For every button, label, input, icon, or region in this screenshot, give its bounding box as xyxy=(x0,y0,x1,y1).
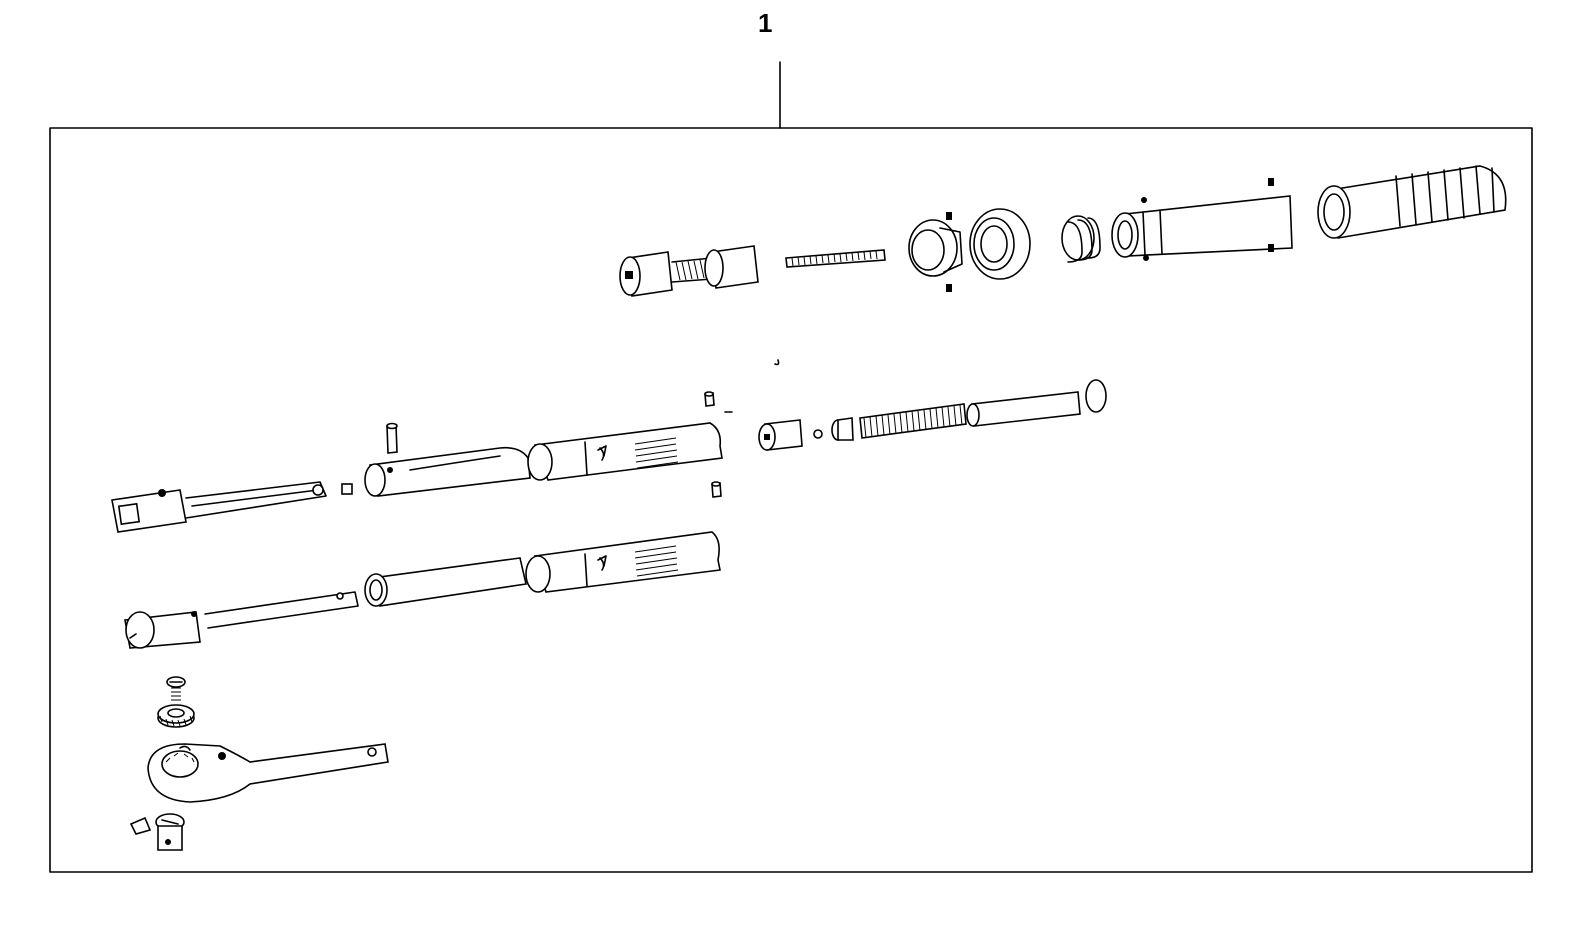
spring-housing-tube[interactable] xyxy=(1111,178,1293,261)
ribbed-handle-grip[interactable] xyxy=(1317,165,1507,239)
square-drive-plug[interactable] xyxy=(155,813,185,851)
square-drive-head-1[interactable] xyxy=(111,481,327,533)
lever-tube-front-2[interactable] xyxy=(364,557,527,607)
small-plug-bottom[interactable] xyxy=(711,481,722,498)
callout-number[interactable]: 1 xyxy=(758,8,773,38)
end-cap-disc[interactable] xyxy=(1085,379,1107,413)
adjuster-nut-assembly[interactable] xyxy=(619,245,759,297)
spring-seat[interactable] xyxy=(831,417,854,441)
slotted-screw[interactable] xyxy=(166,676,186,701)
compression-spring[interactable] xyxy=(859,403,967,439)
spring-sleeve[interactable] xyxy=(966,391,1081,427)
assembly-frame xyxy=(49,127,1533,873)
knurled-nut[interactable] xyxy=(157,704,195,728)
threaded-rod[interactable] xyxy=(785,249,886,268)
roll-pin[interactable] xyxy=(386,422,398,454)
lever-tube-rear-2[interactable] xyxy=(525,531,721,593)
flanged-bushing[interactable] xyxy=(969,208,1031,280)
pawl-lever[interactable] xyxy=(129,816,152,835)
lever-tube-front-1[interactable] xyxy=(364,446,531,497)
plunger-block[interactable] xyxy=(758,419,803,451)
small-plug-top[interactable] xyxy=(704,391,715,407)
lock-collar[interactable] xyxy=(908,212,963,292)
coil-spring[interactable] xyxy=(1061,215,1101,263)
clip-mark xyxy=(774,359,780,366)
square-block[interactable] xyxy=(341,483,353,495)
lever-tube-rear-1[interactable] xyxy=(527,422,723,481)
ratchet-head[interactable] xyxy=(147,743,389,803)
ball[interactable] xyxy=(813,429,823,439)
square-drive-head-2[interactable] xyxy=(124,591,359,649)
